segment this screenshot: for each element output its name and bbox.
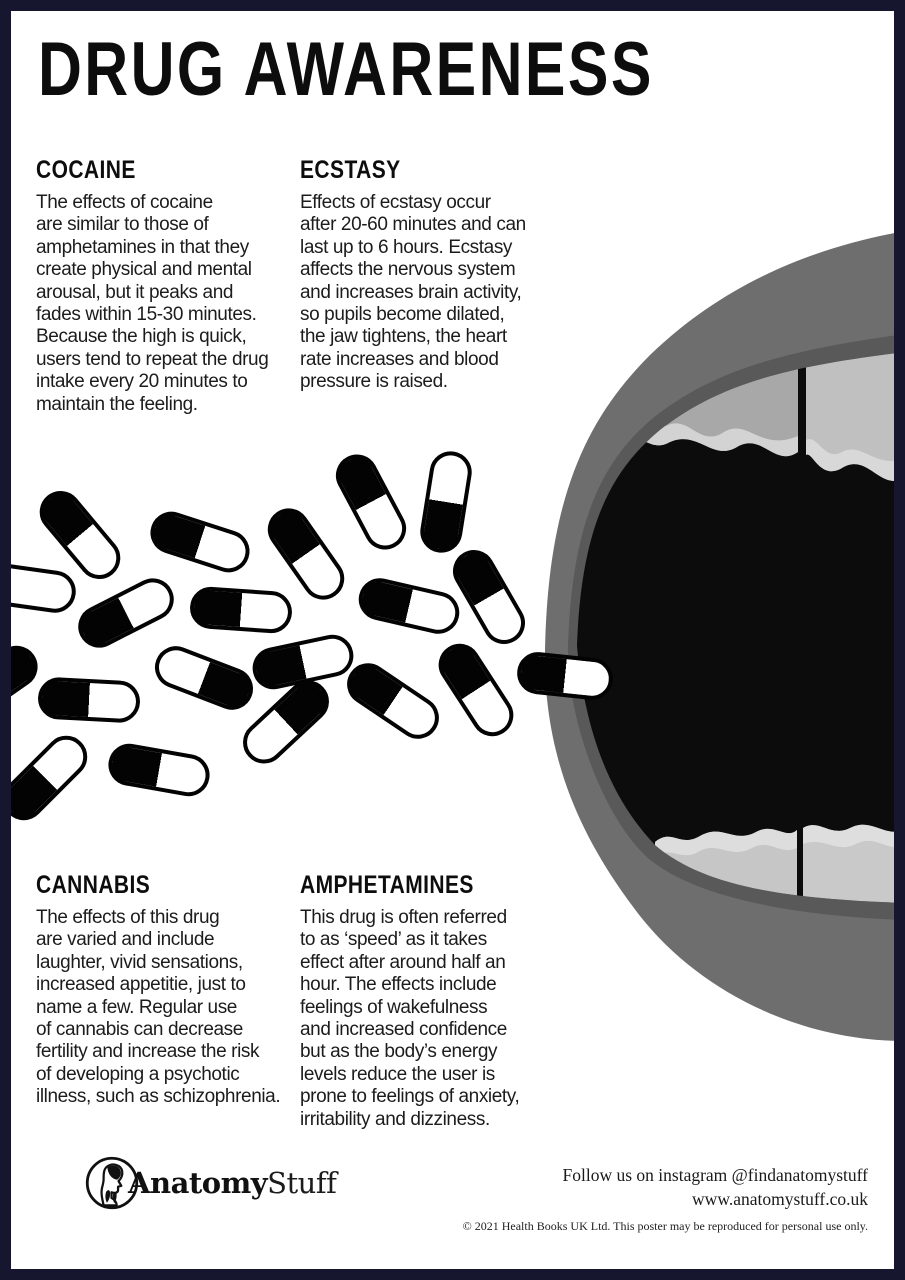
mouth-interior: [577, 352, 905, 903]
section-body-cocaine: The effects of cocaine are similar to th…: [36, 192, 269, 415]
brand-name: AnatomyStuff: [128, 1166, 337, 1200]
lower-right-tooth-highlight: [803, 824, 905, 848]
section-heading-amphetamines: AMPHETAMINES: [300, 871, 474, 899]
upper-teeth-highlight: [626, 418, 798, 457]
pill-capsule: [188, 585, 294, 635]
brand-name-light: Stuff: [267, 1166, 337, 1200]
footer-contact: Follow us on instagram @findanatomystuff…: [463, 1163, 868, 1234]
brand-logo: AnatomyStuff: [84, 1155, 337, 1211]
section-cannabis: CANNABIS The effects of this drug are va…: [36, 871, 294, 1109]
section-heading-cocaine: COCAINE: [36, 156, 136, 184]
website-line: www.anatomystuff.co.uk: [692, 1189, 868, 1209]
upper-right-tooth: [806, 352, 905, 481]
section-body-ecstasy: Effects of ecstasy occur after 20-60 min…: [300, 192, 526, 393]
instagram-line: Follow us on instagram @findanatomystuff: [562, 1165, 869, 1185]
section-cocaine: COCAINE The effects of cocaine are simil…: [36, 156, 294, 416]
upper-right-tooth-highlight: [806, 439, 905, 482]
section-heading-cannabis: CANNABIS: [36, 871, 151, 899]
section-amphetamines: AMPHETAMINES This drug is often referred…: [300, 871, 558, 1131]
section-body-amphetamines: This drug is often referred to as ‘speed…: [300, 907, 520, 1130]
lower-right-tooth: [803, 824, 905, 903]
lower-teeth-highlight: [655, 828, 797, 858]
section-ecstasy: ECSTASY Effects of ecstasy occur after 2…: [300, 156, 558, 394]
page-title: DRUG AWARENESS: [38, 27, 654, 112]
copyright-line: © 2021 Health Books UK Ltd. This poster …: [462, 1219, 868, 1233]
section-heading-ecstasy: ECSTASY: [300, 156, 401, 184]
section-body-cannabis: The effects of this drug are varied and …: [36, 907, 281, 1108]
anatomy-head-icon: [85, 1156, 139, 1210]
brand-name-bold: Anatomy: [128, 1166, 268, 1200]
pill-capsule: [36, 676, 142, 724]
